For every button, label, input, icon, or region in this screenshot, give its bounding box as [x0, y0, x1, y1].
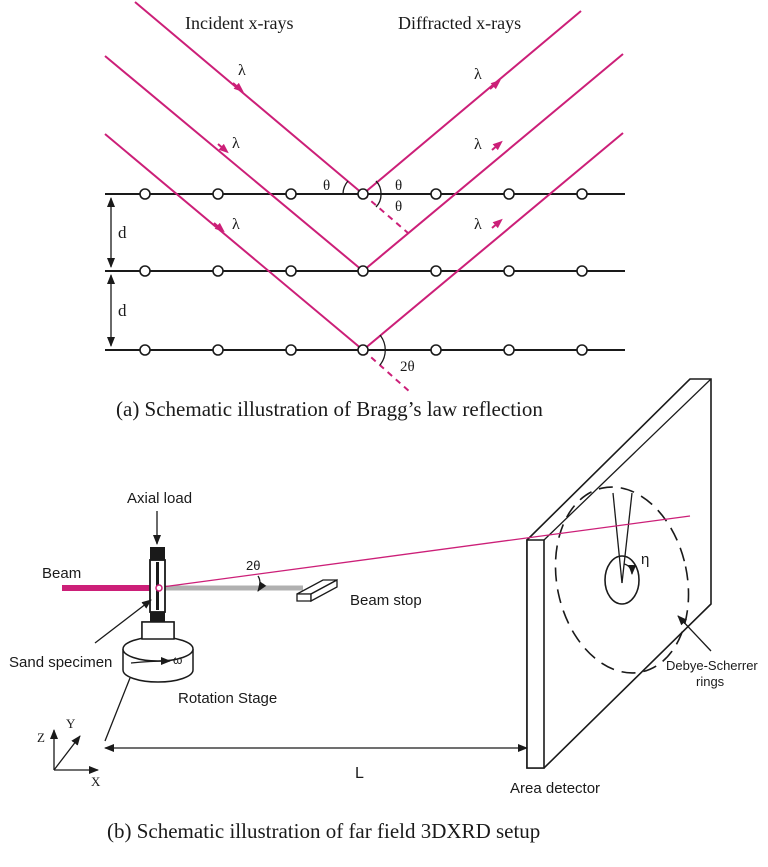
- two-theta-arc: [379, 334, 386, 366]
- beam-spot: [155, 584, 163, 592]
- theta-label-incident: θ: [323, 178, 330, 194]
- atom: [139, 188, 151, 200]
- omega-label: ω: [173, 653, 182, 667]
- atom: [285, 344, 297, 356]
- atom: [357, 188, 369, 200]
- diffracted-xrays-label: Diffracted x-rays: [398, 13, 521, 33]
- theta-label-extension: θ: [395, 199, 402, 215]
- ray-arrowhead: [491, 218, 503, 229]
- x-axis-label: X: [91, 774, 101, 789]
- beam-stop-label: Beam stop: [350, 592, 422, 609]
- y-axis: [53, 735, 81, 771]
- y-axis-label: Y: [66, 716, 76, 731]
- eta-label: η: [641, 551, 649, 568]
- beam-stop-side: [310, 578, 338, 603]
- eta-arc: [623, 563, 637, 575]
- theta-arc-diffracted: [375, 180, 382, 208]
- incident-xrays-label: Incident x-rays: [185, 13, 293, 33]
- diffracted-ray-3: [362, 132, 624, 351]
- diffracted-beam: [161, 515, 691, 588]
- distance-label: L: [355, 765, 364, 782]
- atom: [212, 188, 224, 200]
- load-cap: [150, 547, 165, 560]
- omega-rotation-arrow: [130, 657, 171, 666]
- atom: [285, 265, 297, 277]
- atom: [430, 344, 442, 356]
- sand-specimen-pointer: [94, 599, 152, 644]
- lambda-label: λ: [238, 62, 246, 79]
- area-detector-edge-top: [543, 378, 712, 541]
- d-label-lower: d: [118, 301, 127, 320]
- ray-arrowhead: [213, 222, 225, 233]
- area-detector-label: Area detector: [510, 780, 600, 797]
- atoms-row-2: [139, 265, 588, 277]
- specimen-base: [150, 612, 165, 622]
- atom: [430, 265, 442, 277]
- atom: [357, 265, 369, 277]
- d-label-upper: d: [118, 223, 127, 242]
- atom: [503, 188, 515, 200]
- atom: [503, 344, 515, 356]
- sand-specimen-label: Sand specimen: [9, 654, 112, 671]
- two-theta-label: 2θ: [400, 359, 415, 375]
- theta-arc-incident: [342, 180, 349, 195]
- ray-arrowhead: [489, 79, 501, 90]
- atom: [212, 265, 224, 277]
- stage-block-cover: [141, 621, 175, 640]
- atoms-row-3: [139, 344, 588, 356]
- beam-label: Beam: [42, 565, 81, 582]
- ray-arrowhead: [491, 140, 503, 151]
- diffracted-ray-1: [362, 10, 582, 195]
- incident-ray-2: [104, 55, 364, 272]
- beam-stop-front: [296, 593, 312, 602]
- debye-scherrer-pointer: [677, 615, 712, 652]
- incident-ray-3: [104, 133, 364, 351]
- rotation-stage-top: [122, 636, 194, 662]
- atom: [576, 265, 588, 277]
- atom: [576, 188, 588, 200]
- lambda-label: λ: [232, 135, 240, 152]
- caption-a: (a) Schematic illustration of Bragg’s la…: [116, 397, 543, 421]
- atom: [139, 265, 151, 277]
- ray-arrowhead: [232, 82, 244, 93]
- extension-dashed-1: [362, 193, 409, 234]
- lambda-label: λ: [474, 136, 482, 153]
- debye-scherrer-label: Debye-Scherrer: [666, 658, 758, 673]
- atom: [285, 188, 297, 200]
- setup-panel: Axial load Beam 2θ Beam stop Sand specim…: [9, 378, 758, 843]
- atom: [357, 344, 369, 356]
- atom: [503, 265, 515, 277]
- atoms-row-1: [139, 188, 588, 200]
- lambda-label: λ: [232, 216, 240, 233]
- two-theta-small-arc: [257, 575, 267, 592]
- ray-arrowhead: [217, 143, 229, 154]
- z-axis-label: Z: [37, 730, 45, 745]
- area-detector-plate: [526, 378, 712, 769]
- theta-label-diffracted: θ: [395, 178, 402, 194]
- rotation-stage-label: Rotation Stage: [178, 690, 277, 707]
- eta-reference-line: [612, 492, 623, 584]
- bragg-panel: Incident x-rays Diffracted x-rays λ λ λ …: [104, 1, 625, 421]
- atom: [212, 344, 224, 356]
- two-theta-label: 2θ: [246, 558, 260, 573]
- atom: [576, 344, 588, 356]
- lambda-label: λ: [474, 216, 482, 233]
- caption-b: (b) Schematic illustration of far field …: [107, 819, 540, 843]
- atom: [430, 188, 442, 200]
- debye-scherrer-label-line2: rings: [696, 674, 725, 689]
- lambda-label: λ: [474, 66, 482, 83]
- axial-load-label: Axial load: [127, 490, 192, 507]
- diffracted-ray-2: [362, 53, 624, 272]
- atom: [139, 344, 151, 356]
- eta-radius-line: [621, 492, 633, 584]
- incident-ray-1: [134, 1, 364, 195]
- area-detector-edge: [526, 539, 545, 769]
- stage-leader-line: [104, 677, 131, 742]
- debye-scherrer-outer-ring: [554, 486, 690, 674]
- debye-scherrer-inner-ring: [604, 555, 640, 605]
